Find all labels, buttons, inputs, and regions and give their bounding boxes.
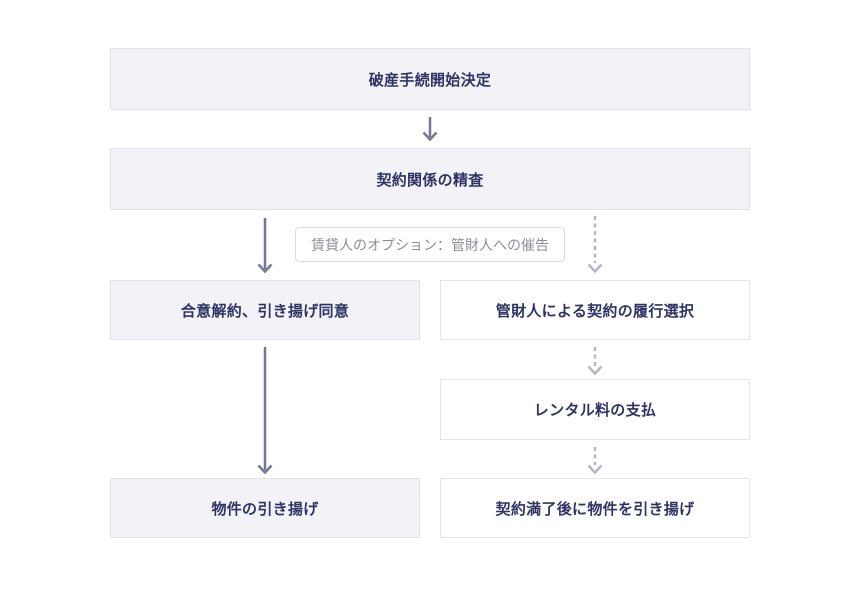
annotation-lessor-option: 賃貸人のオプション：管財人への催告 (295, 227, 565, 262)
node-contract-review: 契約関係の精査 (110, 148, 750, 210)
node-rent-payment: レンタル料の支払 (440, 379, 750, 440)
arrow-rent-to-retrieve (587, 447, 603, 475)
arrow-review-to-agree (257, 218, 273, 274)
arrow-review-to-trustee (587, 216, 603, 274)
arrow-trustee-to-rent (587, 347, 603, 376)
node-bankruptcy-decision: 破産手続開始決定 (110, 48, 750, 110)
node-retrieval-after-expiry: 契約満了後に物件を引き揚げ (440, 478, 750, 538)
node-trustee-performance-choice: 管財人による契約の履行選択 (440, 280, 750, 340)
arrow-agree-to-retrieve (257, 347, 273, 475)
node-agreement-termination: 合意解約、引き揚げ同意 (110, 280, 420, 340)
node-property-retrieval: 物件の引き揚げ (110, 478, 420, 538)
arrow-start-to-review (422, 117, 438, 142)
